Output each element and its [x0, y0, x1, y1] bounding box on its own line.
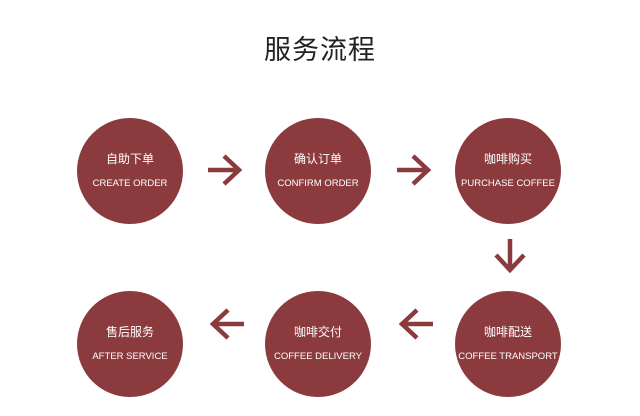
step-label-zh: 咖啡购买 [483, 152, 532, 166]
step-label-zh: 自助下单 [105, 152, 154, 166]
step-label-zh: 售后服务 [105, 325, 154, 339]
arrow-right-icon [206, 150, 246, 190]
step-label-zh: 确认订单 [293, 152, 342, 166]
step-label-en: COFFEE DELIVERY [274, 351, 362, 362]
step-coffee-delivery: 咖啡交付 COFFEE DELIVERY [265, 291, 371, 397]
arrow-right-icon [395, 150, 435, 190]
step-create-order: 自助下单 CREATE ORDER [77, 118, 183, 224]
arrow-left-icon [395, 304, 435, 344]
step-coffee-transport: 咖啡配送 COFFEE TRANSPORT [455, 291, 561, 397]
step-label-en: CONFIRM ORDER [277, 178, 359, 189]
step-label-en: PURCHASE COFFEE [461, 178, 555, 189]
step-label-en: COFFEE TRANSPORT [458, 351, 558, 362]
step-purchase-coffee: 咖啡购买 PURCHASE COFFEE [455, 118, 561, 224]
step-label-zh: 咖啡交付 [293, 325, 342, 339]
step-confirm-order: 确认订单 CONFIRM ORDER [265, 118, 371, 224]
step-label-en: CREATE ORDER [92, 178, 168, 189]
step-label-en: AFTER SERVICE [92, 351, 168, 362]
step-label-zh: 咖啡配送 [483, 325, 532, 339]
page-title: 服务流程 [264, 35, 376, 66]
arrow-down-icon [490, 237, 530, 277]
arrow-left-icon [206, 304, 246, 344]
step-after-service: 售后服务 AFTER SERVICE [77, 291, 183, 397]
